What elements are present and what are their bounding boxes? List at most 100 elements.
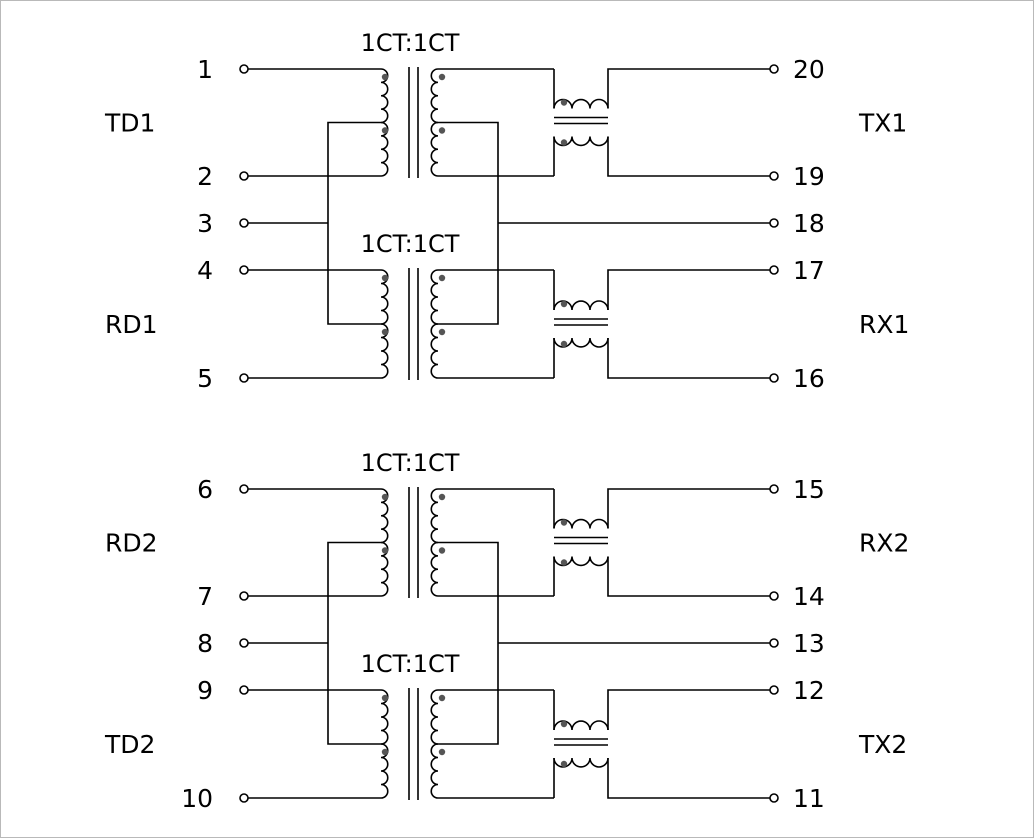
wire <box>607 136 770 177</box>
polarity-dot <box>560 99 568 106</box>
secondary-winding <box>430 743 439 799</box>
secondary-winding <box>430 269 439 325</box>
pin-number-12: 12 <box>793 676 825 705</box>
secondary-center-tap <box>438 541 499 745</box>
wire <box>607 488 770 529</box>
polarity-dot <box>381 328 389 336</box>
polarity-dot <box>560 300 568 308</box>
pin-number-1: 1 <box>197 55 213 84</box>
polarity-dot <box>438 328 446 336</box>
pin-terminal-7 <box>239 591 249 601</box>
primary-center-tap <box>327 121 381 325</box>
pin-number-15: 15 <box>793 475 825 504</box>
wire <box>607 338 770 379</box>
polarity-dot <box>381 274 389 282</box>
wiring-layer <box>239 64 779 803</box>
pin-number-2: 2 <box>197 162 213 191</box>
channel-label-rx1: RX1 <box>859 310 909 339</box>
pin-terminal-13 <box>769 638 779 648</box>
pin-terminal-2 <box>239 171 249 181</box>
pin-number-11: 11 <box>793 784 825 813</box>
polarity-dot <box>438 547 446 554</box>
wire <box>607 68 770 109</box>
pin-terminal-5 <box>239 373 249 383</box>
secondary-winding <box>430 68 439 124</box>
secondary-winding <box>430 121 439 177</box>
polarity-dot <box>381 73 389 81</box>
channel-label-td2: TD2 <box>104 730 155 759</box>
ratio-label: 1CT:1CT <box>361 230 460 258</box>
primary-center-tap <box>327 541 381 745</box>
polarity-dot <box>560 340 568 348</box>
pin-terminal-17 <box>769 265 779 275</box>
polarity-dot <box>438 694 446 702</box>
pin-terminal-14 <box>769 591 779 601</box>
pin-number-7: 7 <box>197 582 213 611</box>
polarity-dot <box>560 720 568 728</box>
pin-number-17: 17 <box>793 256 825 285</box>
polarity-dot <box>560 519 568 526</box>
pin-number-13: 13 <box>793 629 825 658</box>
pin-number-20: 20 <box>793 55 825 84</box>
polarity-dot <box>381 748 389 756</box>
channel-label-rd2: RD2 <box>105 529 158 558</box>
polarity-dot <box>438 274 446 282</box>
secondary-center-tap <box>438 121 499 325</box>
pin-terminal-10 <box>239 793 249 803</box>
pin-terminal-16 <box>769 373 779 383</box>
pin-terminal-9 <box>239 685 249 695</box>
pin-number-5: 5 <box>197 364 213 393</box>
polarity-dot <box>381 547 389 554</box>
wire <box>607 758 770 799</box>
pin-terminal-6 <box>239 484 249 494</box>
polarity-dot <box>381 694 389 702</box>
pin-terminal-18 <box>769 218 779 228</box>
pin-number-8: 8 <box>197 629 213 658</box>
polarity-dot <box>560 559 568 566</box>
secondary-winding <box>430 323 439 379</box>
channel-label-td1: TD1 <box>104 109 155 138</box>
pin-number-4: 4 <box>197 256 213 285</box>
wire <box>607 269 770 310</box>
pin-terminal-12 <box>769 685 779 695</box>
pin-number-18: 18 <box>793 209 825 238</box>
polarity-dot <box>438 748 446 756</box>
channel-label-rx2: RX2 <box>859 529 909 558</box>
wire <box>607 556 770 597</box>
ratio-label: 1CT:1CT <box>361 449 460 477</box>
polarity-dot <box>438 493 446 501</box>
pin-terminal-3 <box>239 218 249 228</box>
polarity-dot <box>560 139 568 146</box>
polarity-dot <box>381 127 389 134</box>
polarity-dot <box>381 493 389 501</box>
pin-number-9: 9 <box>197 676 213 705</box>
channel-label-tx1: TX1 <box>858 109 907 138</box>
secondary-winding <box>430 488 439 544</box>
polarity-dot <box>438 127 446 134</box>
channel-label-rd1: RD1 <box>105 310 158 339</box>
pin-terminal-11 <box>769 793 779 803</box>
polarity-dot <box>438 73 446 81</box>
pin-terminal-15 <box>769 484 779 494</box>
polarity-dot <box>560 760 568 768</box>
pin-terminal-19 <box>769 171 779 181</box>
ratio-label: 1CT:1CT <box>361 29 460 57</box>
secondary-winding <box>430 541 439 597</box>
channel-label-tx2: TX2 <box>858 730 907 759</box>
pin-number-14: 14 <box>793 582 825 611</box>
pin-terminal-20 <box>769 64 779 74</box>
ratio-label: 1CT:1CT <box>361 650 460 678</box>
pin-number-6: 6 <box>197 475 213 504</box>
pin-terminal-4 <box>239 265 249 275</box>
pin-number-3: 3 <box>197 209 213 238</box>
pin-terminal-8 <box>239 638 249 648</box>
pin-number-10: 10 <box>181 784 213 813</box>
wire <box>607 689 770 730</box>
pin-terminal-1 <box>239 64 249 74</box>
secondary-winding <box>430 689 439 745</box>
pin-number-16: 16 <box>793 364 825 393</box>
pin-number-19: 19 <box>793 162 825 191</box>
